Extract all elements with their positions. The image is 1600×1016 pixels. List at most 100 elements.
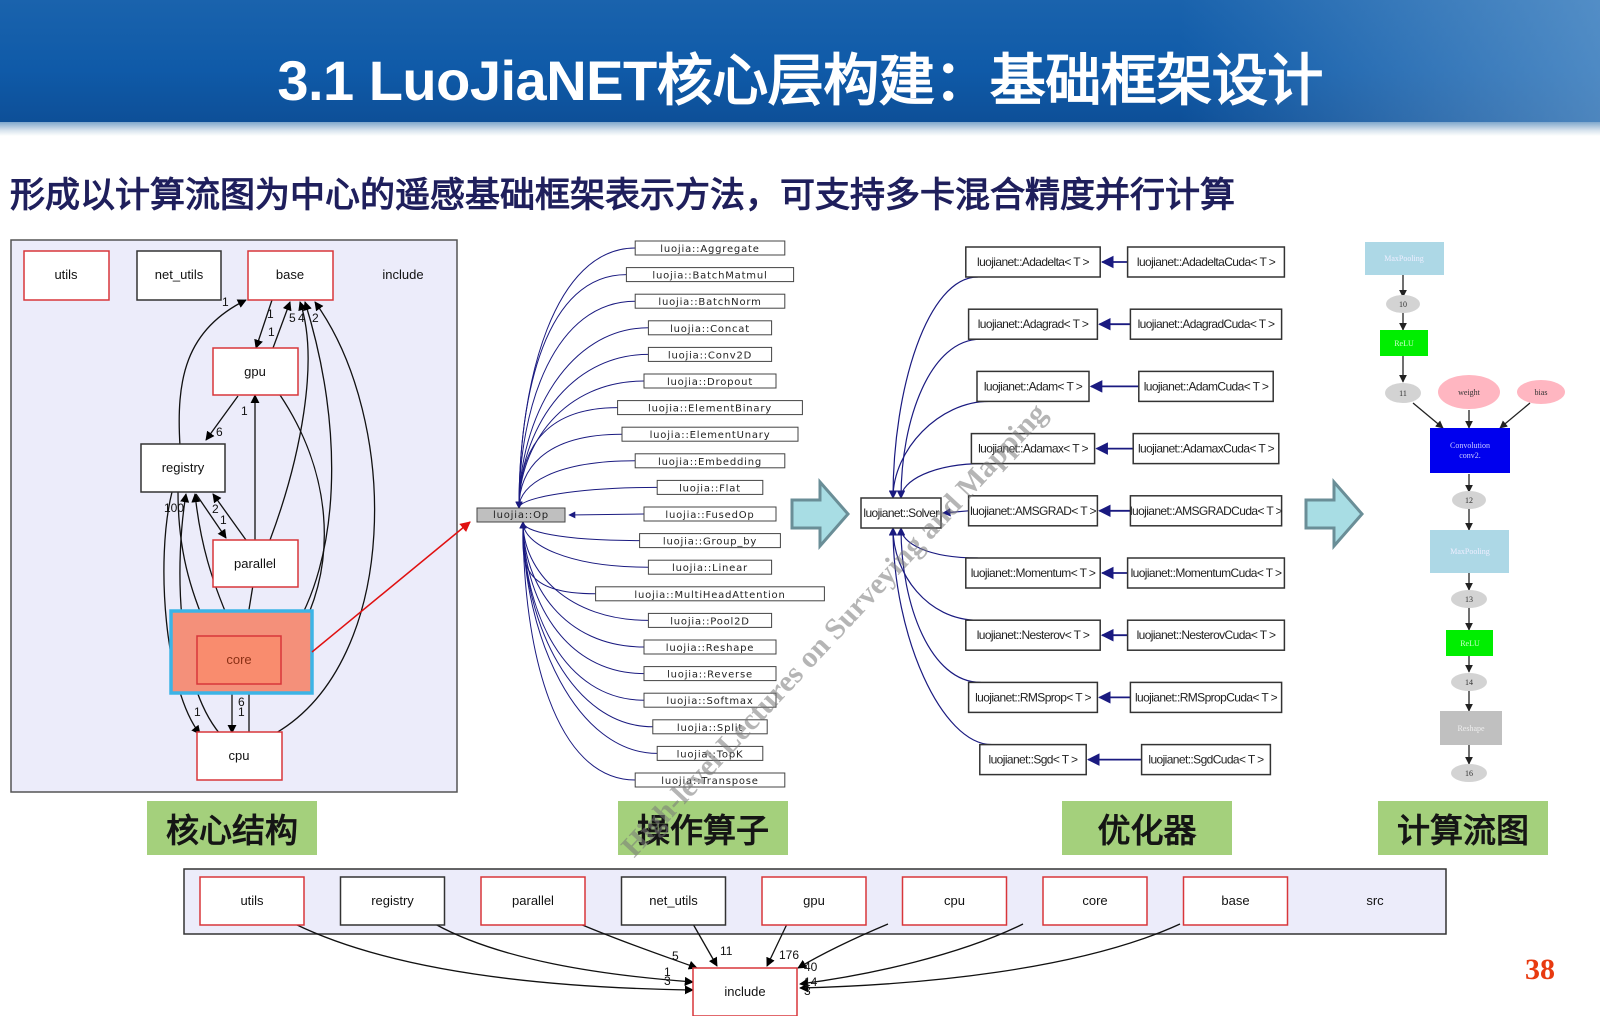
optimizer-node-amsgrad-t[interactable]: luojianet::AMSGRAD< T > <box>967 495 1099 527</box>
op-node-batchnorm[interactable]: luojia::BatchNorm <box>634 293 786 309</box>
src-node-gpu[interactable]: gpu <box>761 876 867 926</box>
op-node-flat[interactable]: luojia::Flat <box>656 479 764 495</box>
op-edge <box>515 433 623 509</box>
op-node-pool2d[interactable]: luojia::Pool2D <box>647 612 773 628</box>
optimizer-node-rmsprop-t[interactable]: luojianet::RMSprop< T > <box>967 681 1099 714</box>
op-node-transpose[interactable]: luojia::Transpose <box>634 772 786 788</box>
op-node-split[interactable]: luojia::Split <box>652 719 768 735</box>
optimizer-node-rmspropcuda-t[interactable]: luojianet::RMSpropCuda< T > <box>1129 681 1283 714</box>
svg-text:5: 5 <box>672 949 679 963</box>
src-node-net-utils[interactable]: net_utils <box>620 876 727 926</box>
op-edge <box>519 521 649 621</box>
op-node-embedding[interactable]: luojia::Embedding <box>634 453 786 469</box>
op-node-linear[interactable]: luojia::Linear <box>647 559 773 575</box>
optimizer-node-adagradcuda-t[interactable]: luojianet::AdagradCuda< T > <box>1129 308 1283 340</box>
cg-tensor-11[interactable]: 11 <box>1385 383 1421 403</box>
op-node-concat[interactable]: luojia::Concat <box>647 320 773 336</box>
src-node-registry[interactable]: registry <box>339 876 446 926</box>
optimizer-node-sgdcuda-t[interactable]: luojianet::SgdCuda< T > <box>1140 743 1272 776</box>
src-node-utils[interactable]: utils <box>199 876 305 926</box>
cg-node-convolution[interactable]: Convolution conv2. <box>1430 428 1510 473</box>
op-node-batchmatmul[interactable]: luojia::BatchMatmul <box>625 267 795 283</box>
op-edge <box>519 521 645 675</box>
src-node-parallel[interactable]: parallel <box>480 876 586 926</box>
op-node-elementunary[interactable]: luojia::ElementUnary <box>621 426 799 442</box>
cg-node-maxpooling-1[interactable]: MaxPooling <box>1365 242 1444 275</box>
op-node-fusedop[interactable]: luojia::FusedOp <box>643 506 777 522</box>
optimizer-edge <box>888 527 978 621</box>
include-node-core[interactable]: core <box>169 609 314 695</box>
optimizer-node-momentumcuda-t[interactable]: luojianet::MomentumCuda< T > <box>1126 557 1286 589</box>
cg-node-relu-1[interactable]: ReLU <box>1380 330 1428 356</box>
svg-text:luojianet::RMSprop< T >: luojianet::RMSprop< T > <box>975 690 1091 704</box>
svg-text:1: 1 <box>664 965 671 979</box>
src-node-core[interactable]: core <box>1042 876 1148 926</box>
optimizer-nodes: luojianet::Adadelta< T > luojianet::Adade… <box>965 246 1286 776</box>
op-node-elementbinary[interactable]: luojia::ElementBinary <box>617 400 803 416</box>
optimizer-node-adamax-t[interactable]: luojianet::Adamax< T > <box>970 432 1096 465</box>
optimizer-node-sgd-t[interactable]: luojianet::Sgd< T > <box>979 743 1087 776</box>
optimizer-edge <box>896 527 981 683</box>
cg-weight[interactable]: weight <box>1438 375 1500 409</box>
svg-text:MaxPooling: MaxPooling <box>1384 254 1424 263</box>
svg-text:100: 100 <box>164 501 184 515</box>
cg-tensor-14[interactable]: 14 <box>1451 673 1487 691</box>
optimizer-node-adamcuda-t[interactable]: luojianet::AdamCuda< T > <box>1138 370 1274 403</box>
svg-text:luojia::BatchMatmul: luojia::BatchMatmul <box>652 271 767 282</box>
optimizer-node-adagrad-t[interactable]: luojianet::Adagrad< T > <box>967 308 1099 340</box>
cg-tensor-12[interactable]: 12 <box>1452 491 1486 509</box>
op-node-dropout[interactable]: luojia::Dropout <box>643 373 777 389</box>
include-node-registry[interactable]: registry <box>140 443 226 493</box>
include-node-net-utils[interactable]: net_utils <box>136 250 222 301</box>
optimizer-node-momentum-t[interactable]: luojianet::Momentum< T > <box>965 557 1101 589</box>
cg-node-reshape[interactable]: Reshape <box>1440 711 1502 745</box>
optimizer-node-adadelta-t[interactable]: luojianet::Adadelta< T > <box>965 246 1101 278</box>
svg-text:registry: registry <box>371 893 414 908</box>
cg-tensor-16[interactable]: 16 <box>1451 764 1487 782</box>
svg-text:ReLU: ReLU <box>1460 639 1480 648</box>
svg-text:1: 1 <box>267 307 274 321</box>
op-node-topk[interactable]: luojia::TopK <box>656 745 764 761</box>
svg-text:cpu: cpu <box>229 748 250 763</box>
optimizer-node-adamaxcuda-t[interactable]: luojianet::AdamaxCuda< T > <box>1132 432 1280 465</box>
op-node-multiheadattention[interactable]: luojia::MultiHeadAttention <box>595 586 825 602</box>
op-node-aggregate[interactable]: luojia::Aggregate <box>634 240 786 256</box>
optimizer-node-nesterovcuda-t[interactable]: luojianet::NesterovCuda< T > <box>1126 619 1286 651</box>
include-node-parallel[interactable]: parallel <box>212 539 299 588</box>
include-node-gpu[interactable]: gpu <box>212 347 299 396</box>
optimizer-edge <box>896 527 978 559</box>
svg-text:luojianet::Adagrad< T >: luojianet::Adagrad< T > <box>978 317 1089 331</box>
cg-node-relu-2[interactable]: ReLU <box>1446 630 1493 656</box>
src-node-cpu[interactable]: cpu <box>901 876 1008 926</box>
ops-child-nodes: luojia::Aggregateluojia::BatchMatmulluoj… <box>595 240 825 788</box>
op-node-softmax[interactable]: luojia::Softmax <box>643 692 777 708</box>
include-node-cpu[interactable]: cpu <box>196 731 283 781</box>
optimizer-edge <box>888 527 992 746</box>
svg-text:base: base <box>1221 893 1249 908</box>
cg-node-maxpooling-2[interactable]: MaxPooling <box>1430 530 1509 573</box>
op-node-group-by[interactable]: luojia::Group_by <box>639 533 781 549</box>
cg-bias[interactable]: bias <box>1517 380 1565 404</box>
optimizer-node-adadeltacuda-t[interactable]: luojianet::AdadeltaCuda< T > <box>1126 246 1286 278</box>
ops-root-node[interactable]: luojia::Op <box>476 507 566 523</box>
optimizer-node-adam-t[interactable]: luojianet::Adam< T > <box>976 370 1090 403</box>
op-node-conv2d[interactable]: luojia::Conv2D <box>647 346 773 362</box>
include-graph: include 1 1 5 4 2 <box>10 239 471 793</box>
include-node-base[interactable]: base <box>247 250 334 301</box>
svg-text:luojianet::SgdCuda< T >: luojianet::SgdCuda< T > <box>1148 753 1264 767</box>
svg-text:6: 6 <box>216 425 223 439</box>
cg-tensor-13[interactable]: 13 <box>1451 590 1487 608</box>
src-node-base[interactable]: base <box>1182 876 1289 926</box>
src-target-include[interactable]: include <box>692 967 798 1016</box>
include-node-utils[interactable]: utils <box>23 250 110 301</box>
op-node-reshape[interactable]: luojia::Reshape <box>643 639 777 655</box>
optimizer-root-node[interactable]: luojianet::Solver <box>860 497 942 529</box>
optimizer-node-nesterov-t[interactable]: luojianet::Nesterov< T > <box>965 619 1101 651</box>
cg-tensor-10[interactable]: 10 <box>1386 295 1420 313</box>
ops-edges <box>515 247 658 781</box>
op-node-reverse[interactable]: luojia::Reverse <box>643 666 777 682</box>
svg-text:1: 1 <box>268 325 275 339</box>
svg-text:6: 6 <box>238 695 245 709</box>
optimizer-node-amsgradcuda-t[interactable]: luojianet::AMSGRADCuda< T > <box>1129 495 1283 527</box>
